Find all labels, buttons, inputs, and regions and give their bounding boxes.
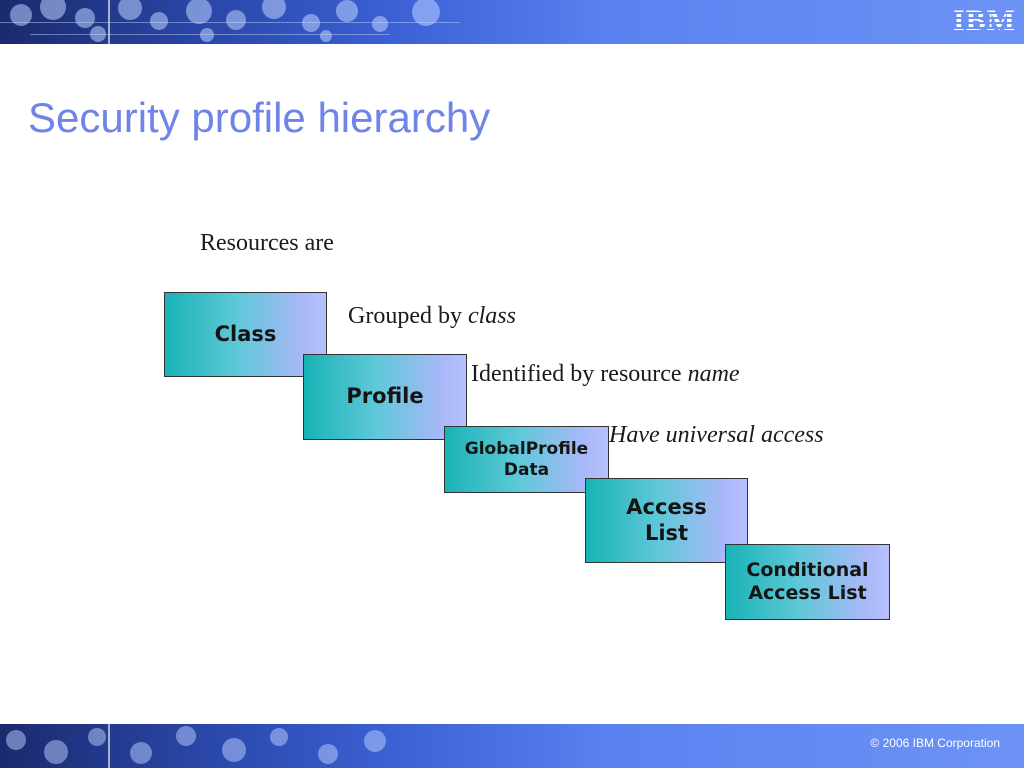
decor-dot — [10, 4, 32, 26]
decor-dot — [226, 10, 246, 30]
decor-dot — [372, 16, 388, 32]
decor-dot — [186, 0, 212, 24]
decor-dot — [336, 0, 358, 22]
decor-dot — [222, 738, 246, 762]
page-title: Security profile hierarchy — [28, 94, 491, 141]
box-label: List — [644, 520, 689, 545]
caption-grouped: Grouped by class — [348, 303, 516, 330]
box-label: GlobalProfile — [464, 439, 589, 460]
decor-dot — [320, 30, 332, 42]
ibm-logo: IBM — [953, 4, 1016, 37]
box-label: Profile — [346, 384, 424, 409]
copyright-text: © 2006 IBM Corporation — [870, 736, 1000, 750]
decor-dot — [118, 0, 142, 20]
box-label: Access — [626, 495, 707, 520]
box-conditional-access-list: Conditional Access List — [725, 544, 890, 620]
decor-line — [108, 0, 110, 44]
caption-identified: Identified by resource name — [471, 361, 740, 388]
decor-dot — [200, 28, 214, 42]
caption-emphasis: name — [687, 361, 740, 387]
box-access-list: Access List — [585, 478, 748, 563]
caption-universal: Have universal access — [609, 422, 824, 449]
box-label: Access List — [748, 582, 867, 604]
box-label: Class — [214, 321, 277, 346]
decor-line — [30, 34, 390, 35]
top-banner: IBM — [0, 0, 1024, 44]
box-label: Conditional — [746, 559, 869, 582]
caption-text: Identified by resource — [471, 361, 688, 387]
decor-dot — [90, 26, 106, 42]
decor-line — [0, 22, 460, 23]
box-label: Data — [503, 459, 550, 480]
decor-dot — [150, 12, 168, 30]
bottom-banner: © 2006 IBM Corporation — [0, 724, 1024, 768]
box-class: Class — [164, 292, 327, 377]
caption-emphasis: Have universal access — [609, 422, 824, 448]
decor-line — [108, 724, 110, 768]
caption-emphasis: class — [467, 303, 516, 329]
caption-text: Grouped by — [348, 303, 468, 329]
decor-dot — [75, 8, 95, 28]
decor-dot — [412, 0, 440, 26]
decor-dot — [364, 730, 386, 752]
decor-dot — [176, 726, 196, 746]
box-profile: Profile — [303, 354, 467, 440]
diagram-intro: Resources are — [200, 230, 334, 256]
decor-dot — [262, 0, 286, 19]
decor-dot — [130, 742, 152, 764]
decor-dot — [44, 740, 68, 764]
decor-dot — [6, 730, 26, 750]
decor-dot — [302, 14, 320, 32]
decor-dot — [318, 744, 338, 764]
decor-dot — [270, 728, 288, 746]
decor-dot — [88, 728, 106, 746]
decor-dot — [40, 0, 66, 20]
box-global-profile-data: GlobalProfile Data — [444, 426, 609, 493]
